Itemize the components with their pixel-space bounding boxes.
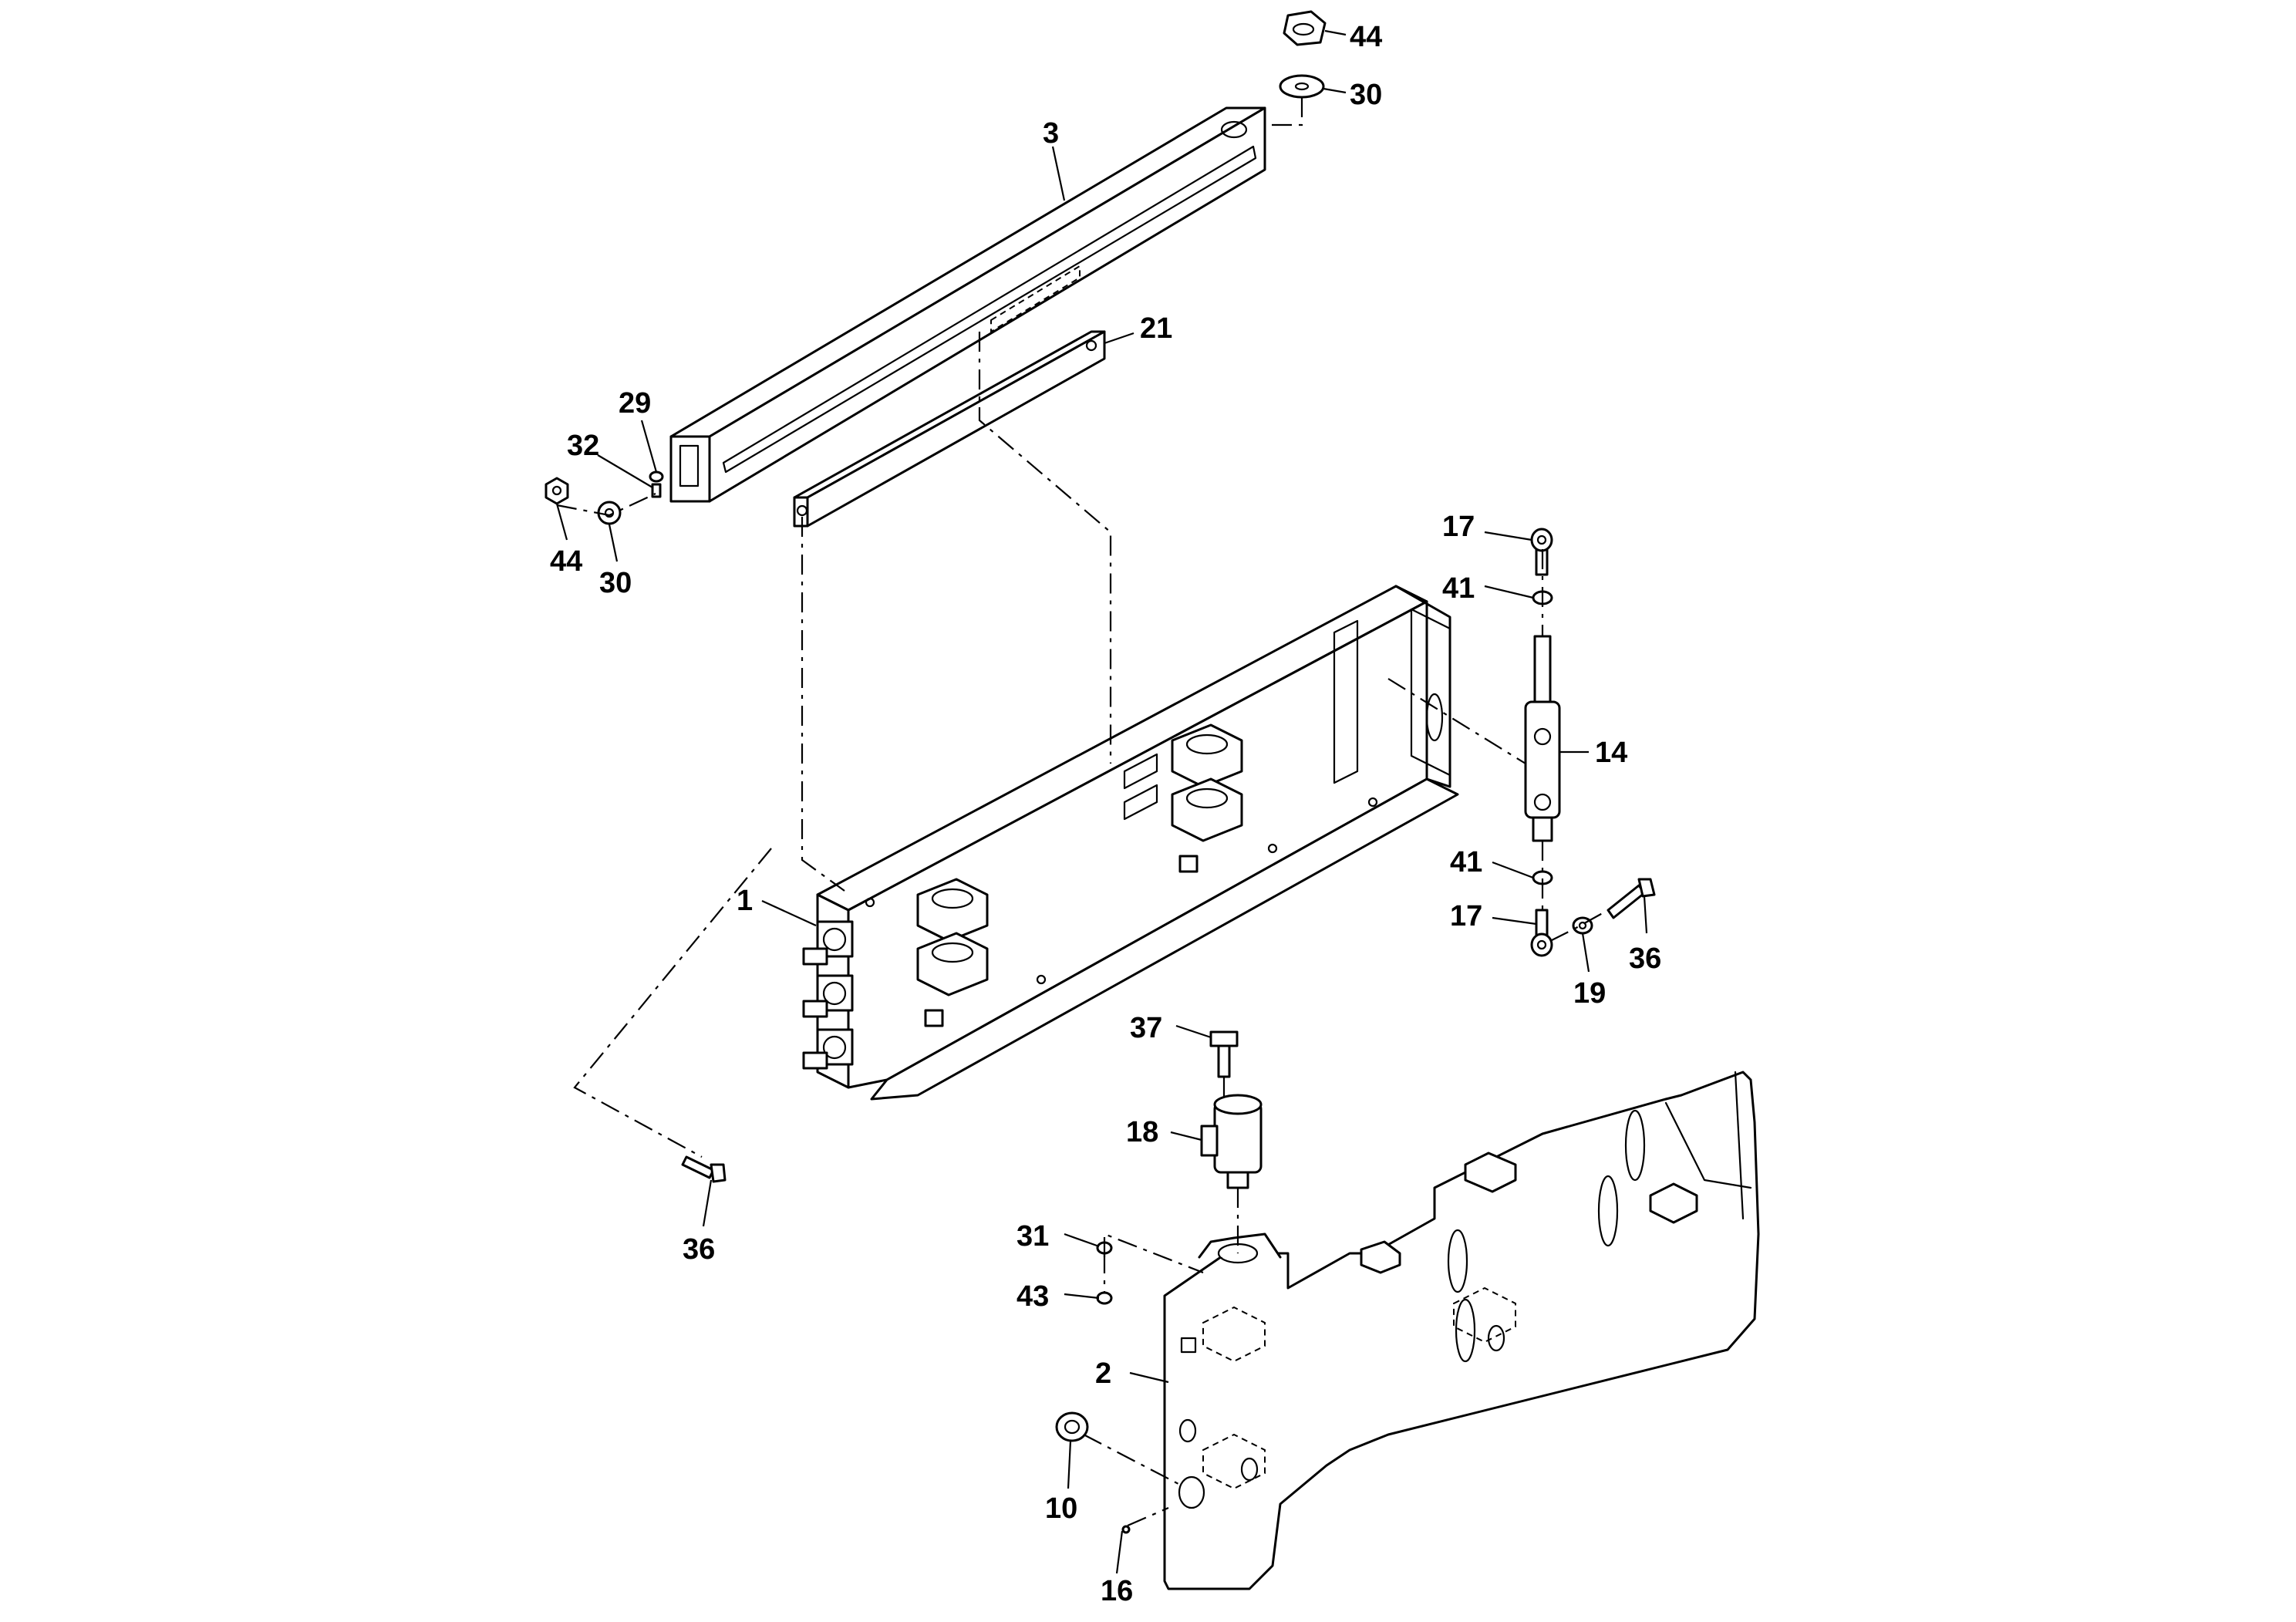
part-36-bolt-right bbox=[1607, 878, 1656, 919]
callout-32: 32 bbox=[567, 430, 599, 462]
callout-2: 2 bbox=[1095, 1357, 1111, 1390]
callout-30-top: 30 bbox=[1350, 79, 1382, 111]
callout-44-left: 44 bbox=[550, 545, 582, 578]
part-10-grommet bbox=[1055, 1411, 1089, 1442]
callout-16: 16 bbox=[1101, 1575, 1133, 1607]
part-29-washer-small bbox=[649, 470, 664, 483]
part-18-motor bbox=[1200, 1094, 1263, 1189]
callout-41-top: 41 bbox=[1442, 572, 1475, 605]
callout-3: 3 bbox=[1043, 117, 1059, 150]
callout-1: 1 bbox=[737, 885, 753, 917]
callout-36-left: 36 bbox=[683, 1233, 715, 1266]
frame-end-connectors bbox=[802, 920, 854, 1070]
part-16-pin bbox=[1121, 1525, 1131, 1534]
callout-30-left: 30 bbox=[599, 567, 632, 599]
callout-31: 31 bbox=[1017, 1220, 1049, 1253]
callout-43: 43 bbox=[1017, 1280, 1049, 1313]
callout-36-right: 36 bbox=[1629, 943, 1661, 975]
callout-17-top: 17 bbox=[1442, 511, 1475, 543]
callout-19: 19 bbox=[1573, 977, 1606, 1010]
callout-37: 37 bbox=[1130, 1012, 1162, 1044]
callout-18: 18 bbox=[1126, 1116, 1158, 1148]
callout-14: 14 bbox=[1595, 737, 1627, 769]
callout-10: 10 bbox=[1045, 1492, 1077, 1525]
callout-29: 29 bbox=[619, 387, 651, 420]
part-1-main-frame bbox=[802, 585, 1459, 1101]
callout-44-top: 44 bbox=[1350, 21, 1382, 53]
assembly-lines bbox=[556, 97, 1609, 1527]
part-14-cylinder bbox=[1524, 635, 1561, 842]
part-30-washer-top bbox=[1279, 74, 1325, 99]
part-17-rod-end-bottom bbox=[1530, 909, 1553, 957]
part-17-rod-end-top bbox=[1530, 528, 1553, 576]
leader-lines bbox=[555, 29, 1648, 1574]
part-30-washer-left bbox=[597, 501, 622, 525]
callout-21: 21 bbox=[1140, 312, 1172, 345]
callout-17-bottom: 17 bbox=[1450, 900, 1482, 932]
part-32-screw bbox=[651, 483, 662, 498]
part-44-nut-top bbox=[1283, 10, 1327, 46]
part-43-nut bbox=[1096, 1291, 1113, 1305]
part-2-lower-plate bbox=[1163, 1071, 1760, 1590]
callout-labels: 44 30 3 21 29 32 44 30 17 41 14 41 17 36… bbox=[550, 21, 1661, 1607]
part-37-bolt bbox=[1209, 1030, 1239, 1078]
part-36-bolt-left bbox=[681, 1155, 727, 1183]
part-44-nut-left bbox=[544, 477, 569, 505]
frame-mounting-blocks bbox=[916, 723, 1243, 1027]
part-3-slotted-tube bbox=[669, 106, 1266, 503]
callout-41-bottom: 41 bbox=[1450, 846, 1482, 878]
part-21-flat-bar bbox=[793, 330, 1106, 528]
